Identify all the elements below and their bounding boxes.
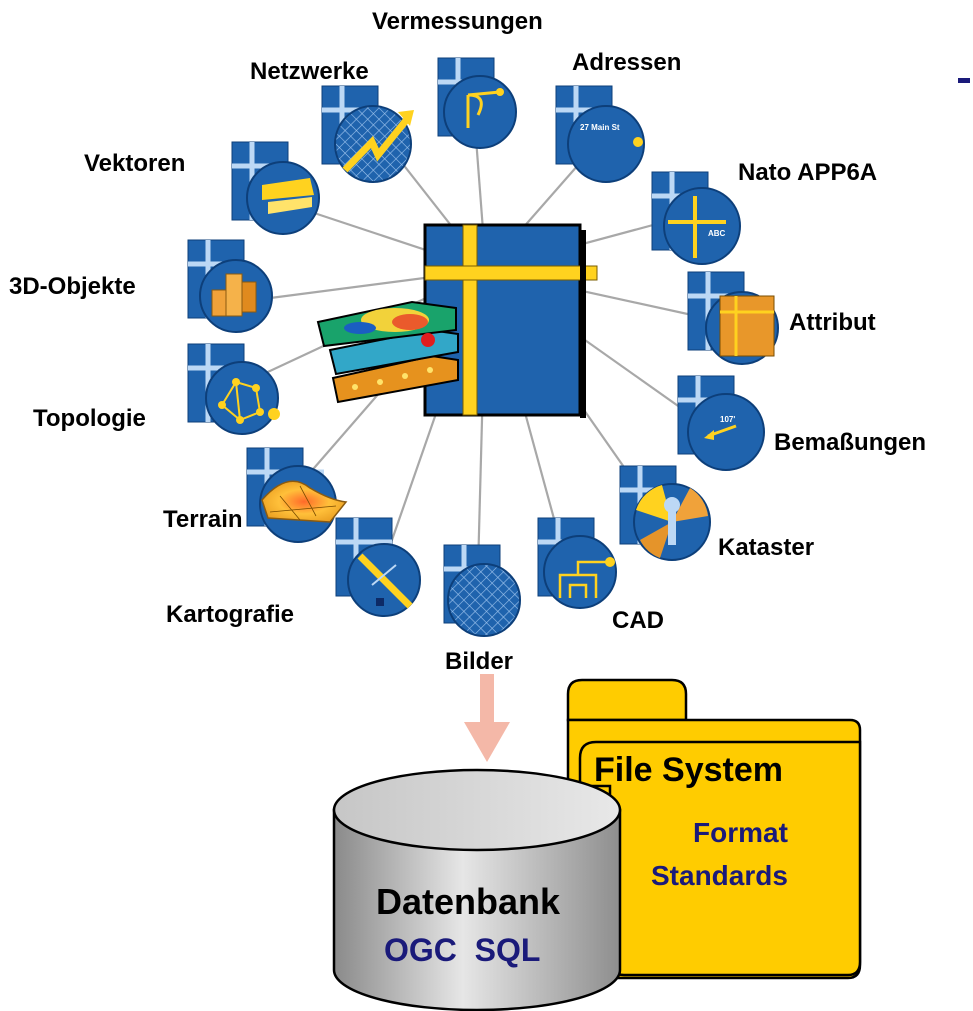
label-nato-app6a: Nato APP6A [738,159,877,186]
category-labels: Vermessungen Netzwerke Adressen Vektoren… [9,8,926,675]
database-title: Datenbank [376,881,561,922]
database-cylinder: Datenbank OGC SQL [332,768,622,1011]
label-kartografie: Kartografie [166,601,294,628]
label-3d-objekte: 3D-Objekte [9,273,136,300]
adressen-icon: 27 Main St [555,85,645,183]
3d-objekte-icon [187,239,273,333]
bemassungen-icon-text: 107' [720,415,735,424]
label-vermessungen: Vermessungen [372,8,543,35]
vermessungen-icon [437,57,517,149]
cad-icon [537,517,617,609]
nato-app6a-icon: ABC [651,171,741,265]
label-vektoren: Vektoren [84,150,185,177]
file-system-folder: File System Format Standards [566,678,862,980]
label-terrain: Terrain [163,506,243,533]
kataster-icon [619,465,711,561]
file-system-format: Format [693,817,788,848]
file-system-standards: Standards [651,860,788,891]
database-subtitle: OGC SQL [384,932,540,968]
label-adressen: Adressen [572,49,681,76]
label-cad: CAD [612,607,664,634]
bemassungen-icon: 107' [677,375,765,471]
bilder-icon [443,544,521,637]
layer-stack-icon [316,300,459,404]
terrain-icon [246,447,348,543]
file-system-title: File System [594,751,783,789]
attribut-icon [687,271,779,365]
kartografie-icon [335,517,421,617]
label-attribut: Attribut [789,309,876,336]
netzwerke-icon [321,85,414,183]
nato-icon-text: ABC [708,229,726,238]
adressen-icon-text: 27 Main St [580,123,620,132]
corner-dash-mark [958,78,970,83]
label-bemassungen: Bemaßungen [774,429,926,456]
vektoren-icon [231,141,320,235]
label-topologie: Topologie [33,405,146,432]
label-netzwerke: Netzwerke [250,58,369,85]
topologie-icon [187,343,280,435]
label-bilder: Bilder [445,648,513,675]
down-arrow-icon [464,674,510,762]
label-kataster: Kataster [718,534,814,561]
